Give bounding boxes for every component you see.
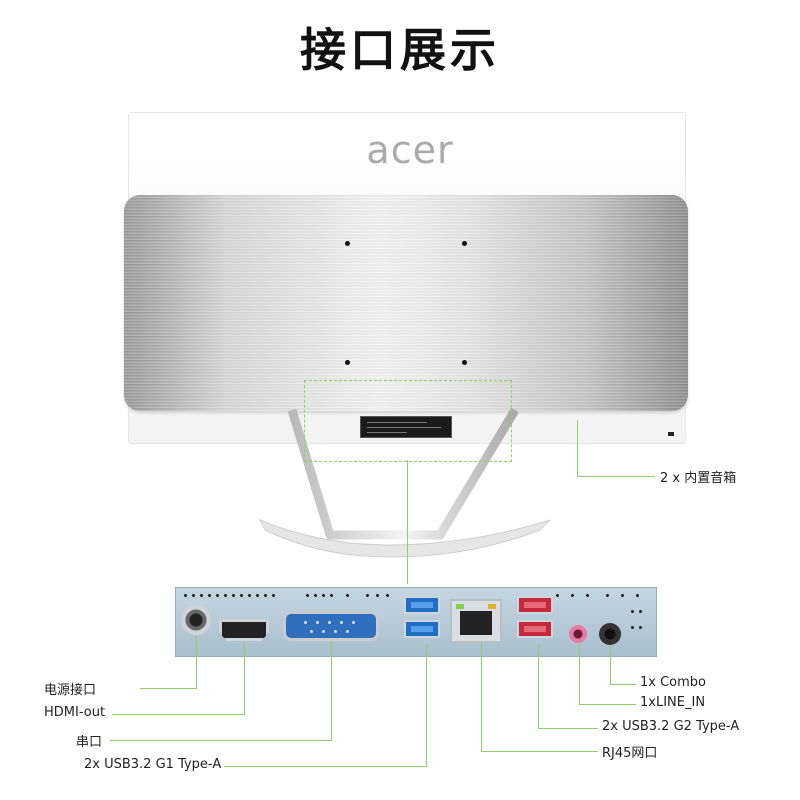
callout-rj45: RJ45网口 [602,746,658,761]
callout-usb-g1: 2x USB3.2 G1 Type-A [84,757,222,772]
callout-combo: 1x Combo [640,675,706,690]
port-area-highlight [304,380,512,462]
port-area-leader [407,460,408,584]
page-title: 接口展示 [300,23,500,77]
brand-logo: acer [366,128,454,172]
usb-port-icon [517,620,553,638]
callout-usb-g2: 2x USB3.2 G2 Type-A [602,719,740,734]
rating-label [360,416,452,438]
hdmi-port-icon [219,619,269,641]
rj45-port-icon [450,599,502,643]
monitor-stand [258,407,551,558]
power-jack-icon [181,605,211,635]
callout-speaker: 2 x 内置音箱 [660,471,737,486]
usb-port-icon [404,596,440,614]
vesa-hole [345,360,350,365]
callout-serial: 串口 [76,735,103,750]
brushed-metal-panel [124,195,688,411]
callout-line-in: 1xLINE_IN [640,695,706,710]
usb-port-icon [404,620,440,638]
callout-hdmi: HDMI-out [44,705,106,720]
callout-power: 电源接口 [44,683,97,698]
serial-port-icon [283,611,379,641]
vesa-hole [462,241,467,246]
speaker-grille [668,432,674,436]
vesa-hole [462,360,467,365]
usb-port-icon [517,596,553,614]
audio-jack-icon [569,625,587,643]
vesa-hole [345,241,350,246]
audio-jack-icon [599,623,621,645]
